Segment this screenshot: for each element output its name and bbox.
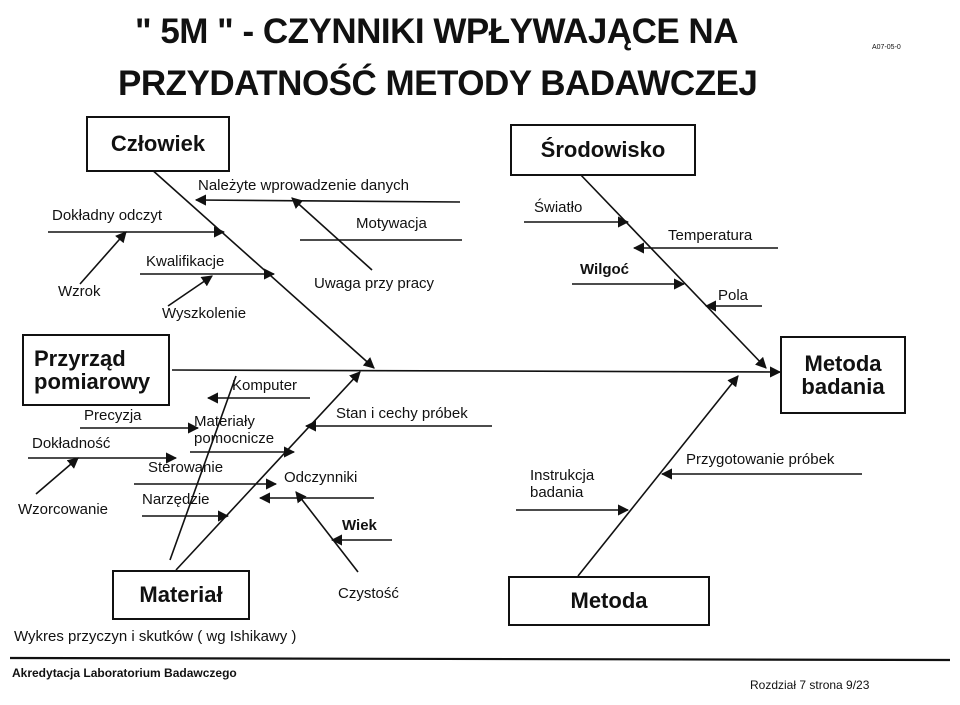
footer-organization: Akredytacja Laboratorium Badawczego (12, 666, 237, 680)
cause-dokladnosc: Dokładność (32, 435, 111, 452)
effect-metoda-badania: Metoda badania (780, 336, 906, 414)
diagram-caption: Wykres przyczyn i skutków ( wg Ishikawy … (14, 628, 297, 645)
category-srodowisko: Środowisko (510, 124, 696, 176)
cause-temperatura: Temperatura (668, 227, 753, 244)
bone-metoda (577, 375, 739, 577)
category-czlowiek: Człowiek (86, 116, 230, 172)
cause-przygotowanie: Przygotowanie próbek (686, 451, 835, 468)
category-metoda: Metoda (508, 576, 710, 626)
category-przyrzad: Przyrząd pomiarowy (22, 334, 170, 406)
cause-dokladny-odczyt: Dokładny odczyt (52, 207, 163, 224)
cause-wyszkolenie: Wyszkolenie (162, 305, 247, 322)
bone-przyrzad (169, 375, 237, 561)
cause-precyzja: Precyzja (84, 407, 142, 424)
main-spine (171, 366, 782, 378)
effect-label: Metoda badania (801, 350, 885, 399)
cause-pola: Pola (718, 287, 749, 304)
bone-czlowiek (149, 167, 375, 369)
footer-rule (9, 656, 951, 662)
bone-srodowisko (577, 171, 767, 369)
cause-wiek: Wiek (342, 517, 377, 534)
cause-sterowanie: Sterowanie (148, 459, 224, 476)
title-line-1: " 5M " - CZYNNIKI WPŁYWAJĄCE NA (135, 12, 738, 51)
cause-narzedzie: Narzędzie (142, 491, 210, 508)
cause-motywacja: Motywacja (356, 215, 427, 232)
cause-kwalifikacje: Kwalifikacje (146, 253, 225, 270)
cause-wzorcowanie: Wzorcowanie (18, 501, 109, 518)
cause-stan: Stan i cechy próbek (336, 405, 468, 422)
cause-komputer: Komputer (232, 377, 298, 394)
cause-czystosc: Czystość (338, 585, 399, 602)
document-code: A07-05-0 (872, 44, 901, 51)
cause-wilgoc: Wilgoć (580, 261, 630, 278)
cause-naleczyte: Należyte wprowadzenie danych (198, 177, 409, 194)
footer-page-info: Rozdział 7 strona 9/23 (750, 678, 870, 692)
category-material: Materiał (112, 570, 250, 620)
title-line-2: PRZYDATNOŚĆ METODY BADAWCZEJ (118, 64, 758, 103)
cause-materialy: Materiały pomocnicze (194, 413, 275, 447)
cause-uwaga: Uwaga przy pracy (314, 275, 435, 292)
cause-instrukcja: Instrukcja badania (530, 467, 595, 501)
cause-odczynniki: Odczynniki (284, 469, 358, 486)
bone-material (175, 371, 361, 571)
cause-swiatlo: Światło (534, 199, 583, 216)
category-przyrzad-label: Przyrząd pomiarowy (34, 345, 151, 394)
cause-wzrok: Wzrok (58, 283, 101, 300)
